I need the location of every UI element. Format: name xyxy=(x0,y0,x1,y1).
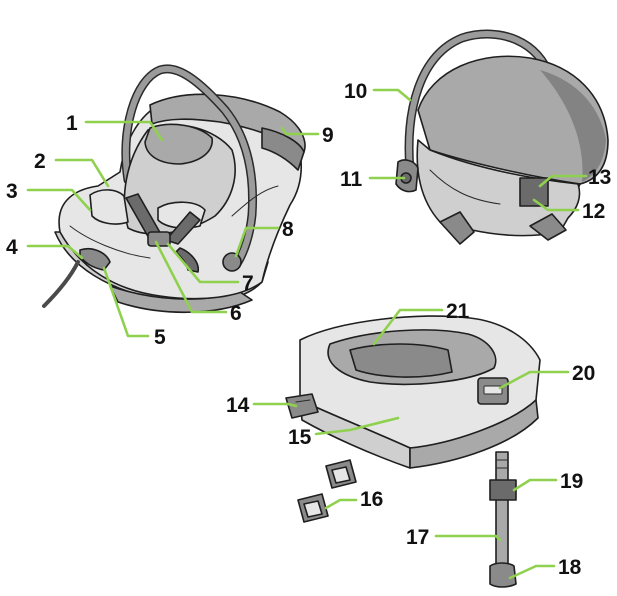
callout-13: 13 xyxy=(588,166,611,189)
callout-11: 11 xyxy=(340,168,363,191)
callout-21: 21 xyxy=(446,300,470,323)
callout-10: 10 xyxy=(344,80,367,103)
leader-14 xyxy=(254,404,296,406)
leader-16 xyxy=(326,500,356,508)
carrier-rear-illustration xyxy=(396,34,608,244)
callout-19: 19 xyxy=(560,470,583,493)
callout-2: 2 xyxy=(34,150,46,173)
callout-6: 6 xyxy=(230,302,242,325)
callout-7: 7 xyxy=(242,272,254,295)
leader-17 xyxy=(436,536,500,540)
leader-19 xyxy=(514,480,556,490)
callout-16: 16 xyxy=(360,488,383,511)
isofix-guides-illustration xyxy=(298,460,356,522)
callout-15: 15 xyxy=(288,426,312,449)
callout-12: 12 xyxy=(582,200,605,223)
callout-17: 17 xyxy=(406,526,429,549)
leader-2 xyxy=(56,160,108,186)
callout-1: 1 xyxy=(66,112,78,135)
callout-8: 8 xyxy=(282,218,294,241)
callout-3: 3 xyxy=(6,180,18,203)
callout-5: 5 xyxy=(154,326,166,349)
callout-9: 9 xyxy=(322,124,334,147)
leader-18 xyxy=(510,566,554,578)
callout-20: 20 xyxy=(572,362,595,385)
callout-14: 14 xyxy=(226,394,250,417)
callout-4: 4 xyxy=(6,236,18,259)
leader-10 xyxy=(374,90,410,100)
callout-18: 18 xyxy=(558,556,582,579)
